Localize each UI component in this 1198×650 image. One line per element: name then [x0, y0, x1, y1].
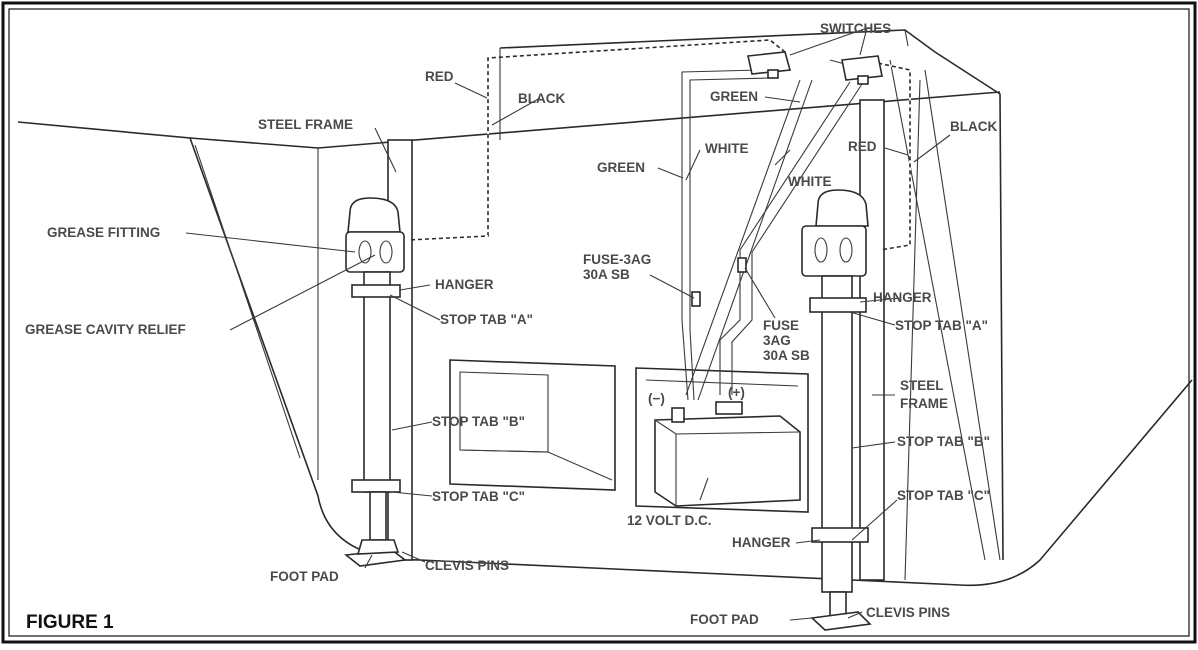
label-fuse-left-2: 30A SB: [583, 267, 630, 282]
inner-border: [8, 8, 1190, 637]
label-fuse-right-3: 30A SB: [763, 348, 810, 363]
label-clevis-pins-right: CLEVIS PINS: [866, 605, 950, 620]
labels: RED BLACK STEEL FRAME GREASE FITTING GRE…: [25, 21, 997, 633]
label-hanger-left: HANGER: [435, 277, 494, 292]
label-fuse-right-1: FUSE: [763, 318, 799, 333]
label-negative: (−): [648, 391, 665, 406]
label-steel-frame-right-1: STEEL: [900, 378, 944, 393]
figure-caption: FIGURE 1: [26, 612, 114, 633]
label-red-right: RED: [848, 139, 877, 154]
label-hanger-right-upper: HANGER: [873, 290, 932, 305]
label-grease-cavity-relief: GREASE CAVITY RELIEF: [25, 322, 186, 337]
label-grease-fitting: GREASE FITTING: [47, 225, 160, 240]
label-green-left: GREEN: [597, 160, 645, 175]
label-battery: 12 VOLT D.C.: [627, 513, 712, 528]
label-fuse-right-2: 3AG: [763, 333, 791, 348]
label-stop-tab-c-left: STOP TAB "C": [432, 489, 525, 504]
label-steel-frame-left: STEEL FRAME: [258, 117, 353, 132]
label-white-left: WHITE: [705, 141, 749, 156]
jack-left: [343, 197, 408, 567]
label-foot-pad-right: FOOT PAD: [690, 612, 759, 627]
label-fuse-left-1: FUSE-3AG: [583, 252, 651, 267]
trailer-body: [17, 29, 1193, 587]
jack-right: [801, 189, 872, 631]
steel-frame-right: [859, 99, 885, 581]
label-stop-tab-b-right: STOP TAB "B": [897, 434, 990, 449]
battery: [654, 401, 801, 507]
label-hanger-right-lower: HANGER: [732, 535, 791, 550]
switches: [747, 51, 883, 85]
storage-openings: [449, 359, 809, 513]
label-clevis-pins-left: CLEVIS PINS: [425, 558, 509, 573]
label-foot-pad-left: FOOT PAD: [270, 569, 339, 584]
label-black-right: BLACK: [950, 119, 997, 134]
leader-lines: [185, 27, 951, 621]
label-stop-tab-a-left: STOP TAB "A": [440, 312, 533, 327]
label-stop-tab-b-left: STOP TAB "B": [432, 414, 525, 429]
label-stop-tab-c-right: STOP TAB "C": [897, 488, 990, 503]
label-positive: (+): [728, 385, 745, 400]
label-stop-tab-a-right: STOP TAB "A": [895, 318, 988, 333]
label-black-top: BLACK: [518, 91, 565, 106]
label-green-right: GREEN: [710, 89, 758, 104]
wiring: [407, 38, 911, 401]
label-red-top: RED: [425, 69, 454, 84]
label-white-right: WHITE: [788, 174, 832, 189]
label-switches: SWITCHES: [820, 21, 891, 36]
label-steel-frame-right-2: FRAME: [900, 396, 948, 411]
